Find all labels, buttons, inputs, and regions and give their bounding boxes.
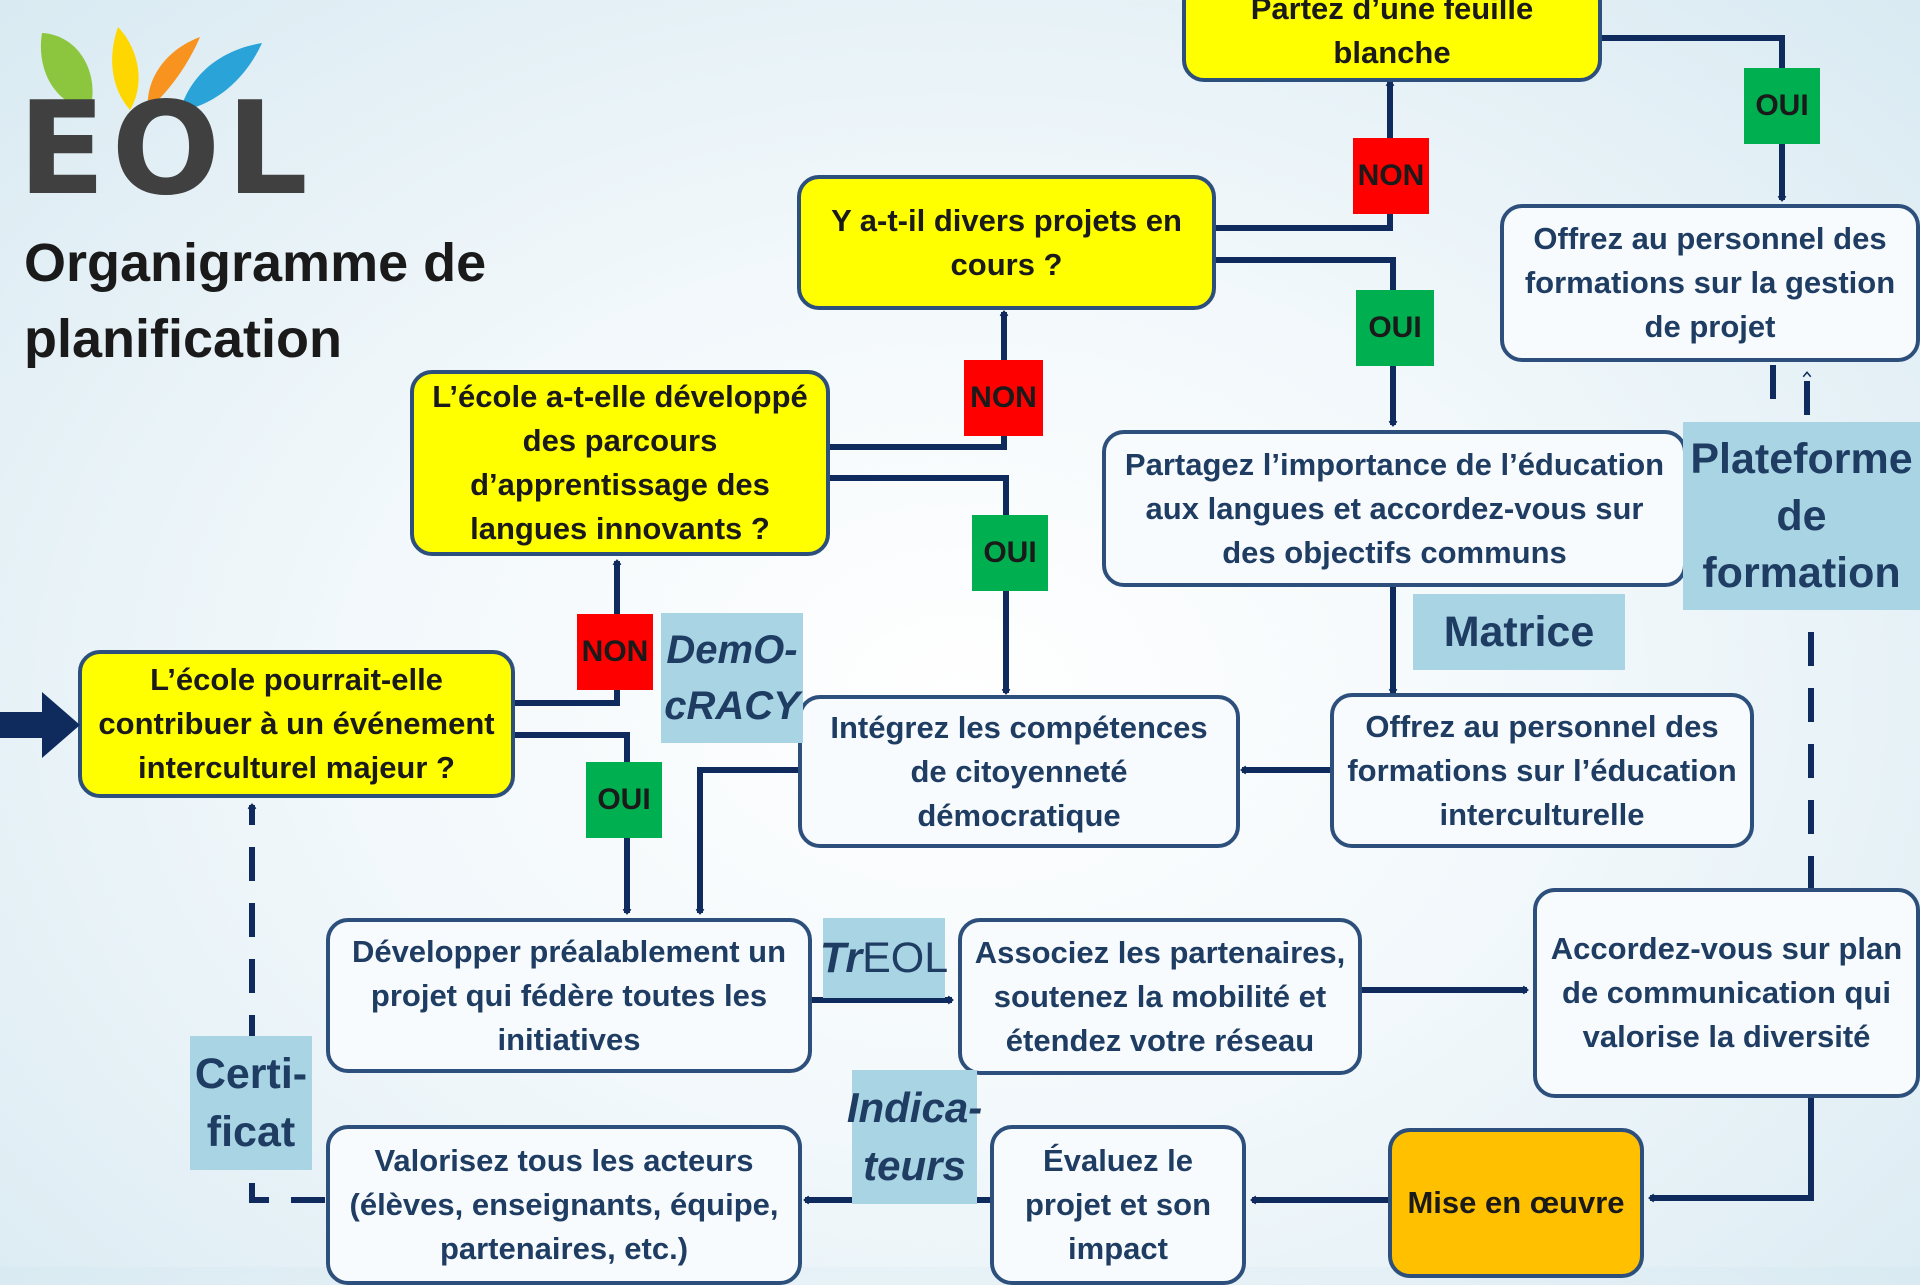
arrow-parcours-non-to-divers bbox=[826, 310, 1009, 450]
arrow-feuille-oui-to-formation-gestion bbox=[1601, 35, 1787, 202]
tool-indicateurs: Indica-teurs bbox=[847, 1070, 982, 1204]
node-valorisez-label: Valorisez tous les acteurs (élèves, ense… bbox=[349, 1143, 779, 1266]
node-developper: Développer préalablement un projet qui f… bbox=[326, 918, 812, 1073]
tool-matrice-label: Matrice bbox=[1443, 607, 1595, 656]
label-non-evenement: NON bbox=[577, 614, 653, 690]
question-divers-projets-label: Y a-t-il divers projets en cours ? bbox=[831, 202, 1182, 282]
question-evenement: L’école pourrait-elle contribuer à un év… bbox=[78, 650, 515, 798]
node-competences-label: Intégrez les compétences de citoyenneté … bbox=[830, 709, 1208, 833]
node-communication-label: Accordez-vous sur plan de communication … bbox=[1550, 931, 1903, 1054]
entry-arrow-icon bbox=[0, 692, 80, 758]
node-mise-en-oeuvre-label: Mise en œuvre bbox=[1407, 1185, 1625, 1220]
page-title: Organigramme de planification bbox=[24, 233, 487, 369]
tool-plateforme-label: Plateforme de formation bbox=[1690, 434, 1913, 597]
arrow-evenement-non-to-parcours bbox=[512, 559, 622, 706]
arrow-plateforme-to-mise bbox=[1648, 1090, 1814, 1203]
node-formation-gestion-label: Offrez au personnel des formations sur l… bbox=[1524, 221, 1896, 344]
arrow-divers-oui-to-partagez bbox=[1213, 257, 1398, 427]
node-partagez: Partagez l’importance de l’éducation aux… bbox=[1102, 430, 1687, 587]
node-mise-en-oeuvre: Mise en œuvre bbox=[1388, 1128, 1644, 1278]
logo-leaves-icon bbox=[40, 27, 262, 111]
label-oui-divers: OUI bbox=[1356, 290, 1434, 366]
question-parcours-label: L’école a-t-elle développé des parcours … bbox=[432, 379, 808, 546]
node-associez-label: Associez les partenaires, soutenez la mo… bbox=[974, 934, 1346, 1058]
label-oui-feuille: OUI bbox=[1744, 68, 1820, 144]
arrow-competences-to-developper bbox=[695, 767, 803, 915]
node-formation-interculturelle-label: Offrez au personnel des formations sur l… bbox=[1347, 708, 1737, 832]
label-non-divers: NON bbox=[1353, 138, 1429, 214]
node-feuille-blanche: Partez d’une feuille blanche bbox=[1182, 0, 1602, 82]
tool-democracy-label: DemO-cRACY bbox=[664, 628, 800, 728]
label-oui-parcours: OUI bbox=[972, 515, 1048, 591]
tool-treol-tr: Tr bbox=[819, 933, 863, 982]
question-parcours: L’école a-t-elle développé des parcours … bbox=[410, 370, 830, 556]
tool-treol-eol: EOL bbox=[862, 933, 949, 982]
node-evaluez-label: Évaluez le projet et son impact bbox=[1024, 1143, 1211, 1266]
tool-matrice: Matrice bbox=[1413, 594, 1625, 670]
node-feuille-blanche-label: Partez d’une feuille blanche bbox=[1250, 0, 1534, 70]
node-valorisez: Valorisez tous les acteurs (élèves, ense… bbox=[326, 1125, 802, 1285]
question-evenement-label: L’école pourrait-elle contribuer à un év… bbox=[98, 662, 495, 785]
tool-plateforme-formation: Plateforme de formation bbox=[1683, 422, 1920, 610]
node-formation-interculturelle: Offrez au personnel des formations sur l… bbox=[1330, 693, 1754, 848]
label-oui-evenement: OUI bbox=[586, 762, 662, 838]
tool-indicateurs-label: Indica-teurs bbox=[846, 1084, 983, 1189]
dashed-valorisez-to-evenement bbox=[247, 803, 325, 1203]
node-developper-label: Développer préalablement un projet qui f… bbox=[351, 933, 787, 1057]
tool-democracy: DemO-cRACY bbox=[661, 613, 803, 743]
node-associez: Associez les partenaires, soutenez la mo… bbox=[958, 918, 1362, 1075]
node-competences: Intégrez les compétences de citoyenneté … bbox=[798, 695, 1240, 848]
arrow-parcours-oui-to-competences bbox=[826, 475, 1011, 695]
question-divers-projets: Y a-t-il divers projets en cours ? bbox=[797, 175, 1216, 310]
node-partagez-label: Partagez l’importance de l’éducation aux… bbox=[1124, 446, 1665, 570]
tool-certificat-label: Certi-ficat bbox=[194, 1050, 308, 1156]
arrow-evenement-oui-to-developper bbox=[512, 732, 632, 915]
node-formation-gestion: Offrez au personnel des formations sur l… bbox=[1500, 204, 1920, 362]
node-communication: Accordez-vous sur plan de communication … bbox=[1533, 888, 1920, 1098]
arrow-divers-non-to-feuille bbox=[1213, 80, 1395, 231]
label-non-parcours: NON bbox=[964, 360, 1043, 436]
logo-wordmark: EOL bbox=[18, 75, 314, 224]
tool-certificat: Certi-ficat bbox=[190, 1036, 312, 1170]
node-evaluez: Évaluez le projet et son impact bbox=[990, 1125, 1246, 1285]
